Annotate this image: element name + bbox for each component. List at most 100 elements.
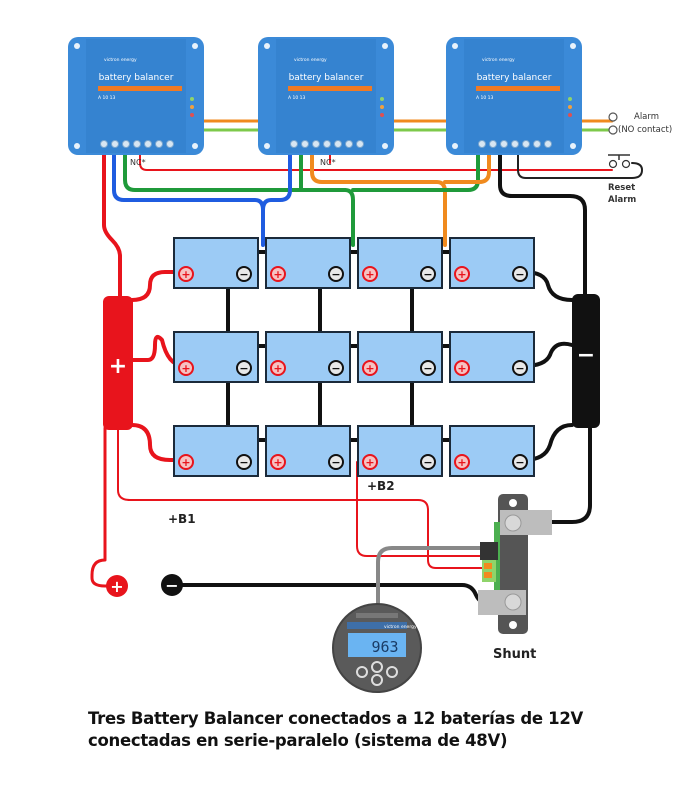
battery-r2-c4: +−: [449, 331, 535, 383]
label-b2: +B2: [367, 479, 395, 493]
positive-terminal: +: [362, 266, 378, 282]
svg-text:−: −: [239, 456, 248, 469]
svg-text:−: −: [423, 456, 432, 469]
main-negative-wire: [170, 583, 492, 606]
svg-text:+: +: [273, 362, 282, 375]
negative-terminal: −: [236, 360, 252, 376]
balancer-model: A 10 13: [288, 95, 306, 101]
negative-terminal: −: [420, 266, 436, 282]
svg-text:+: +: [110, 577, 123, 596]
positive-terminal: +: [270, 360, 286, 376]
positive-terminal: +: [362, 454, 378, 470]
negative-terminal: −: [512, 454, 528, 470]
battery-r1-c3: +−: [357, 237, 443, 289]
svg-text:+: +: [457, 268, 466, 281]
battery-r3-c3: +−: [357, 425, 443, 477]
monitor-cable: [376, 546, 490, 607]
alarm-contacts: Alarm (NO contact): [608, 112, 672, 135]
negative-terminal: −: [420, 454, 436, 470]
svg-text:−: −: [515, 268, 524, 281]
svg-text:−: −: [423, 268, 432, 281]
bb3-negative-wire: [498, 148, 587, 298]
balancer-brand: victron energy: [482, 57, 515, 63]
positive-terminal: +: [454, 360, 470, 376]
balancer-name: battery balancer: [99, 73, 174, 83]
monitor-brand: victron energy: [384, 624, 417, 630]
negative-terminal: −: [328, 360, 344, 376]
bb2-green-wire: [299, 148, 347, 193]
svg-text:+: +: [365, 268, 374, 281]
battery-monitor: victron energy 963: [332, 603, 422, 693]
svg-text:−: −: [239, 362, 248, 375]
battery-r2-c3: +−: [357, 331, 443, 383]
negative-terminal: −: [328, 454, 344, 470]
pos-bus-to-b1: [117, 429, 489, 569]
battery-r1-c4: +−: [449, 237, 535, 289]
bb1-green-wire: [123, 148, 355, 247]
svg-text:−: −: [331, 456, 340, 469]
balancer-name: battery balancer: [477, 73, 552, 83]
battery-r2-c1: +−: [173, 331, 259, 383]
balancer-brand: victron energy: [294, 57, 327, 63]
pos-bus-row2: [130, 335, 184, 367]
svg-text:+: +: [457, 362, 466, 375]
b2-wire: [356, 461, 489, 557]
bb1-positive-wire: [102, 148, 122, 302]
bb2-blue-wire: [261, 148, 292, 212]
battery-r1-c2: +−: [265, 237, 351, 289]
negative-terminal: −: [512, 266, 528, 282]
negative-bus-symbol: −: [577, 343, 595, 368]
negative-terminal: −: [512, 360, 528, 376]
pos-bus-row1: [130, 270, 184, 302]
positive-terminal: +: [454, 266, 470, 282]
negative-terminal: −: [236, 266, 252, 282]
battery-r2-c2: +−: [265, 331, 351, 383]
caption-line-1: Tres Battery Balancer conectados a 12 ba…: [88, 709, 583, 728]
svg-text:+: +: [457, 456, 466, 469]
balancer-model: A 10 13: [476, 95, 494, 101]
svg-text:−: −: [515, 362, 524, 375]
positive-bus-bar: +: [103, 296, 133, 430]
battery-r3-c2: +−: [265, 425, 351, 477]
main-negative-terminal: −: [161, 574, 183, 596]
negative-terminal: −: [236, 454, 252, 470]
reset-alarm-button: Reset Alarm: [608, 154, 636, 205]
svg-text:+: +: [181, 362, 190, 375]
positive-bus-symbol: +: [109, 354, 127, 379]
balancer-brand: victron energy: [104, 57, 137, 63]
reset-wire-black: [517, 149, 643, 179]
bb2-orange-wire: [310, 148, 447, 247]
alarm-label: Alarm: [634, 112, 659, 122]
svg-text:−: −: [515, 456, 524, 469]
positive-terminal: +: [178, 454, 194, 470]
positive-terminal: +: [178, 266, 194, 282]
nc-label: NC*: [320, 158, 336, 167]
reset-alarm-label: Alarm: [608, 195, 636, 205]
balancer-model: A 10 13: [98, 95, 116, 101]
svg-text:+: +: [181, 268, 190, 281]
svg-text:−: −: [331, 268, 340, 281]
svg-text:−: −: [165, 576, 178, 595]
reset-wire-red: [139, 149, 613, 171]
svg-text:+: +: [365, 362, 374, 375]
negative-terminal: −: [420, 360, 436, 376]
alarm-no-contact-label: (NO contact): [618, 125, 672, 135]
svg-text:+: +: [365, 456, 374, 469]
bb3-orange-wire: [443, 148, 491, 184]
caption-line-2: conectadas en serie-paralelo (sistema de…: [88, 731, 508, 750]
caption: Tres Battery Balancer conectados a 12 ba…: [88, 708, 648, 752]
label-b1: +B1: [168, 512, 196, 526]
svg-text:+: +: [273, 456, 282, 469]
positive-terminal: +: [270, 266, 286, 282]
balancer-name: battery balancer: [289, 73, 364, 83]
battery-balancer-2: victron energy battery balancer A 10 13 NC*: [258, 37, 394, 167]
main-positive-terminal: +: [106, 575, 128, 597]
reset-label: Reset: [608, 183, 635, 193]
battery-balancer-3: victron energy battery balancer A 10 13: [446, 37, 582, 155]
svg-text:−: −: [239, 268, 248, 281]
positive-terminal: +: [362, 360, 378, 376]
shunt: [478, 494, 552, 634]
battery-r3-c4: +−: [449, 425, 535, 477]
monitor-display-value: 963: [371, 638, 398, 656]
